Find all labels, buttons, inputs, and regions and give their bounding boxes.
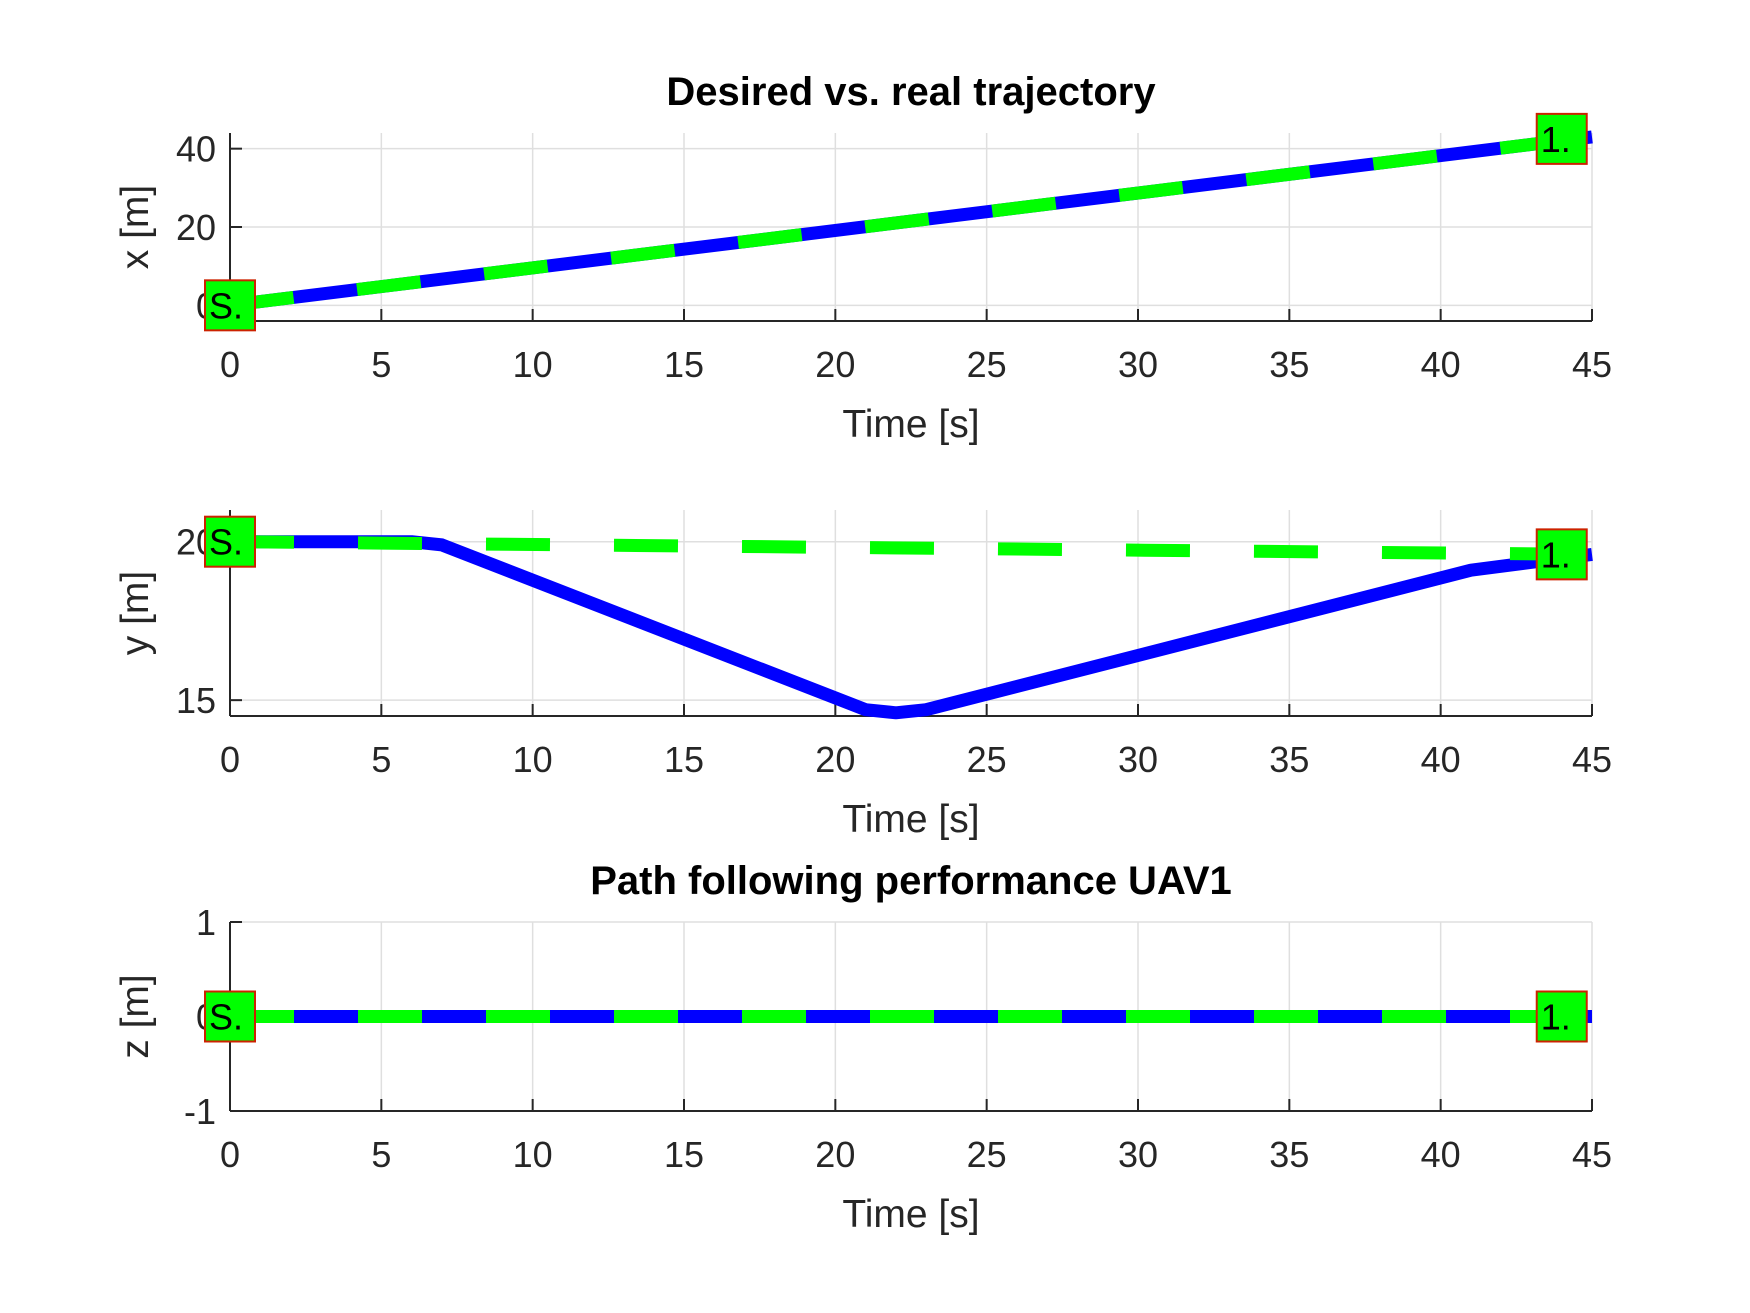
x-tick-label: 25 xyxy=(967,344,1007,385)
x-tick-label: 35 xyxy=(1269,739,1309,780)
x-tick-label: 10 xyxy=(513,739,553,780)
marker-box xyxy=(204,515,256,568)
marker-label: S. xyxy=(209,522,243,563)
x-tick-label: 30 xyxy=(1118,1134,1158,1175)
marker-box xyxy=(1535,528,1588,581)
desired-trajectory-line xyxy=(229,535,1593,561)
y-tick-label: -1 xyxy=(184,1091,216,1132)
chart-title: Path following performance UAV1 xyxy=(590,859,1232,903)
x-tick-label: 5 xyxy=(371,344,391,385)
x-tick-label: 15 xyxy=(664,1134,704,1175)
marker-label: S. xyxy=(209,285,243,326)
y-tick-label: 1 xyxy=(196,902,216,943)
chart-title: Desired vs. real trajectory xyxy=(666,70,1156,114)
waypoint-marker: 1. xyxy=(1535,528,1588,581)
y-tick-label: 15 xyxy=(176,680,216,721)
x-tick-label: 40 xyxy=(1421,1134,1461,1175)
waypoint-marker: S. xyxy=(204,515,256,568)
x-tick-label: 45 xyxy=(1572,1134,1612,1175)
x-tick-label: 35 xyxy=(1269,344,1309,385)
chart-panel-1: 05101520253035404502040Time [s]x [m]Desi… xyxy=(114,70,1612,446)
x-tick-label: 20 xyxy=(815,344,855,385)
marker-label: S. xyxy=(209,997,243,1038)
x-tick-label: 25 xyxy=(967,739,1007,780)
x-tick-label: 40 xyxy=(1421,344,1461,385)
x-tick-label: 5 xyxy=(371,1134,391,1175)
x-tick-label: 25 xyxy=(967,1134,1007,1175)
x-tick-label: 20 xyxy=(815,739,855,780)
x-tick-label: 30 xyxy=(1118,739,1158,780)
x-tick-label: 35 xyxy=(1269,1134,1309,1175)
marker-label: 1. xyxy=(1541,997,1571,1038)
x-axis-label: Time [s] xyxy=(842,403,979,446)
y-axis-label: z [m] xyxy=(114,974,157,1059)
x-tick-label: 0 xyxy=(220,739,240,780)
y-axis-label: x [m] xyxy=(114,185,157,270)
x-tick-label: 10 xyxy=(513,1134,553,1175)
x-tick-label: 10 xyxy=(513,344,553,385)
x-tick-label: 0 xyxy=(220,344,240,385)
x-tick-label: 45 xyxy=(1572,344,1612,385)
x-tick-label: 45 xyxy=(1572,739,1612,780)
x-axis-label: Time [s] xyxy=(842,1193,979,1236)
y-axis-label: y [m] xyxy=(114,571,157,656)
desired-trajectory-line xyxy=(229,130,1593,312)
y-tick-label: 20 xyxy=(176,207,216,248)
y-tick-label: 40 xyxy=(176,129,216,170)
x-tick-label: 5 xyxy=(371,739,391,780)
marker-box xyxy=(204,279,256,332)
x-tick-label: 30 xyxy=(1118,344,1158,385)
waypoint-marker: 1. xyxy=(1535,990,1588,1043)
x-tick-label: 0 xyxy=(220,1134,240,1175)
x-tick-label: 15 xyxy=(664,344,704,385)
x-tick-label: 20 xyxy=(815,1134,855,1175)
x-tick-label: 40 xyxy=(1421,739,1461,780)
waypoint-marker: S. xyxy=(204,990,256,1043)
marker-label: 1. xyxy=(1541,119,1571,160)
marker-label: 1. xyxy=(1541,534,1571,575)
waypoint-marker: 1. xyxy=(1535,112,1588,165)
x-axis-label: Time [s] xyxy=(842,798,979,841)
marker-box xyxy=(1535,112,1588,165)
marker-box xyxy=(1535,990,1588,1043)
x-tick-label: 15 xyxy=(664,739,704,780)
marker-box xyxy=(204,990,256,1043)
waypoint-marker: S. xyxy=(204,279,256,332)
